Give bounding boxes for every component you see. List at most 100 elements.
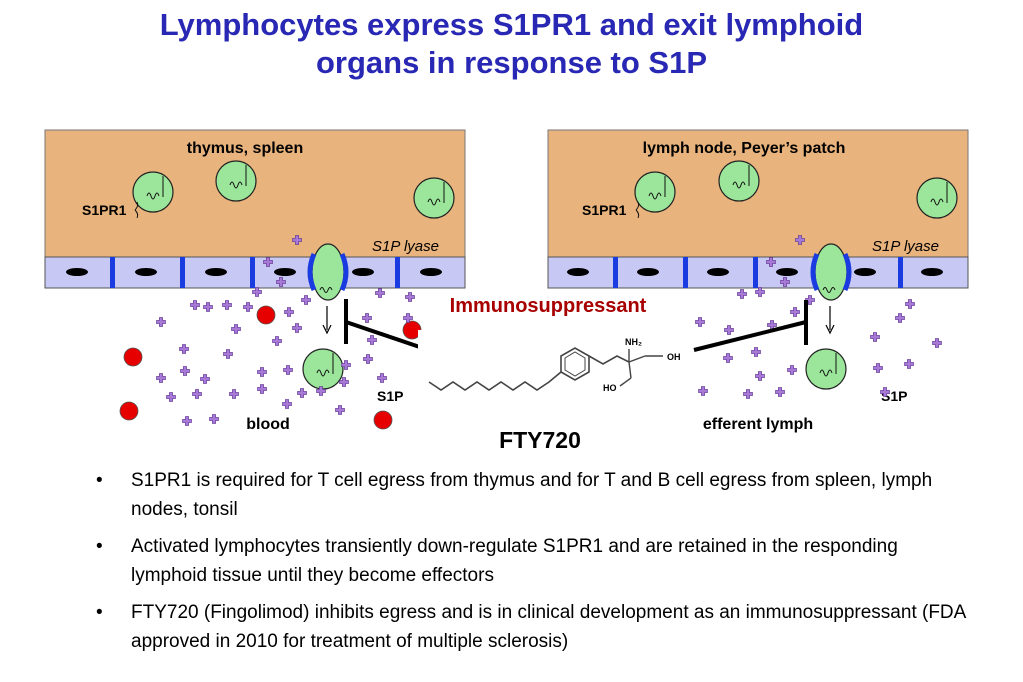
lymphocyte-cell: [805, 348, 847, 390]
s1p-molecule-icon: [243, 302, 253, 312]
bullet-dot: •: [96, 536, 103, 557]
left-fluid-label: blood: [246, 416, 290, 433]
s1p-molecule-icon: [367, 335, 377, 345]
s1p-molecule-icon: [895, 313, 905, 323]
right-s1pr1-label: S1PR1: [582, 202, 627, 218]
fty720-label: FTY720: [499, 427, 581, 453]
s1p-molecule-icon: [190, 300, 200, 310]
bullet-list: • S1PR1 is required for T cell egress fr…: [96, 466, 976, 664]
s1p-molecule-icon: [156, 317, 166, 327]
immunosuppressant-label: Immunosuppressant: [450, 295, 647, 317]
s1p-molecule-icon: [905, 299, 915, 309]
s1p-molecule-icon: [775, 387, 785, 397]
s1p-molecule-icon: [292, 323, 302, 333]
s1p-molecule-icon: [362, 313, 372, 323]
slide-title: Lymphocytes express S1PR1 and exit lymph…: [0, 6, 1023, 82]
s1p-molecule-icon: [755, 371, 765, 381]
left-lyase-label: S1P lyase: [372, 238, 439, 255]
bullet-item: • S1PR1 is required for T cell egress fr…: [96, 466, 976, 524]
left-red-blood-cells: [119, 305, 422, 430]
right-panel-heading: lymph node, Peyer’s patch: [643, 140, 846, 157]
s1p-molecule-icon: [755, 287, 765, 297]
receptor-icon: [635, 201, 640, 219]
bullet-dot: •: [96, 470, 103, 491]
lymphocyte-cell: [132, 171, 174, 213]
bullet-text: Activated lymphocytes transiently down-r…: [131, 536, 898, 586]
s1p-molecule-icon: [724, 325, 734, 335]
bullet-item: • FTY720 (Fingolimod) inhibits egress an…: [96, 598, 976, 656]
s1p-molecule-icon: [790, 307, 800, 317]
lymphocyte-cell: [634, 171, 676, 213]
s1p-molecule-icon: [695, 317, 705, 327]
s1p-molecule-icon: [284, 307, 294, 317]
right-lyase-label: S1P lyase: [872, 238, 939, 255]
s1p-molecule-icon: [787, 365, 797, 375]
bullet-dot: •: [96, 602, 103, 623]
s1p-molecule-icon: [743, 389, 753, 399]
s1p-molecule-icon: [180, 366, 190, 376]
right-junctions: [613, 257, 903, 288]
s1p-molecule-icon: [182, 416, 192, 426]
s1p-molecule-icon: [257, 367, 267, 377]
right-fluid-label: efferent lymph: [703, 416, 813, 433]
s1p-molecule-icon: [156, 373, 166, 383]
s1p-molecule-icon: [873, 363, 883, 373]
receptor-icon: [134, 201, 139, 219]
bullet-text: S1PR1 is required for T cell egress from…: [131, 470, 933, 520]
s1p-molecule-icon: [282, 399, 292, 409]
lymphocyte-cell: [718, 160, 760, 202]
s1p-molecule-icon: [737, 289, 747, 299]
s1p-molecule-icon: [231, 324, 241, 334]
fty720-structure: [418, 330, 690, 414]
s1p-molecule-icon: [200, 374, 210, 384]
s1p-molecule-icon: [229, 389, 239, 399]
left-transmigrating-cell: [307, 243, 349, 301]
s1p-molecule-icon: [698, 386, 708, 396]
title-line-1: Lymphocytes express S1PR1 and exit lymph…: [159, 7, 864, 42]
s1p-molecule-icon: [179, 344, 189, 354]
oh-right-label: OH: [667, 352, 681, 362]
lymphocyte-cell: [302, 348, 344, 390]
s1p-molecule-icon: [272, 336, 282, 346]
s1p-molecule-icon: [166, 392, 176, 402]
s1p-molecule-icon: [723, 353, 733, 363]
lymphocyte-cell: [916, 177, 958, 219]
right-panel: lymph node, Peyer’s patch S1PR1 S1P lyas…: [547, 129, 969, 433]
left-junctions: [110, 257, 400, 288]
s1p-molecule-icon: [222, 300, 232, 310]
lymphocyte-cell: [215, 160, 257, 202]
ho-left-label: HO: [603, 383, 617, 393]
s1p-molecule-icon: [203, 302, 213, 312]
arrow-head-icon: [825, 324, 835, 335]
left-s1pr1-label: S1PR1: [82, 202, 127, 218]
s1p-molecule-icon: [377, 373, 387, 383]
s1p-molecule-icon: [192, 389, 202, 399]
s1p-molecule-icon: [335, 405, 345, 415]
left-tissue: [44, 129, 466, 258]
s1p-molecule-icon: [223, 349, 233, 359]
nh2-label: NH₂: [625, 337, 642, 347]
s1p-molecule-icon: [932, 338, 942, 348]
s1p-molecule-icon: [751, 347, 761, 357]
arrow-head-icon: [322, 324, 332, 335]
right-tissue: [547, 129, 969, 258]
left-panel-heading: thymus, spleen: [187, 140, 303, 157]
right-transmigrating-cell: [810, 243, 852, 301]
right-inhibition: [693, 300, 808, 352]
lymphocyte-cell: [413, 177, 455, 219]
left-panel: thymus, spleen S1PR1 S1P lyase: [44, 129, 466, 433]
s1p-molecule-icon: [375, 288, 385, 298]
s1p-molecule-icon: [209, 414, 219, 424]
s1p-molecule-icon: [870, 332, 880, 342]
s1p-molecule-icon: [405, 292, 415, 302]
bullet-text: FTY720 (Fingolimod) inhibits egress and …: [131, 602, 966, 652]
s1p-molecule-icon: [363, 354, 373, 364]
s1p-molecule-icon: [297, 388, 307, 398]
bullet-item: • Activated lymphocytes transiently down…: [96, 532, 976, 590]
s1p-molecule-icon: [904, 359, 914, 369]
s1p-molecule-icon: [283, 365, 293, 375]
left-s1p-label: S1P: [377, 388, 403, 404]
s1p-molecule-icon: [257, 384, 267, 394]
title-line-2: organs in response to S1P: [315, 45, 708, 80]
